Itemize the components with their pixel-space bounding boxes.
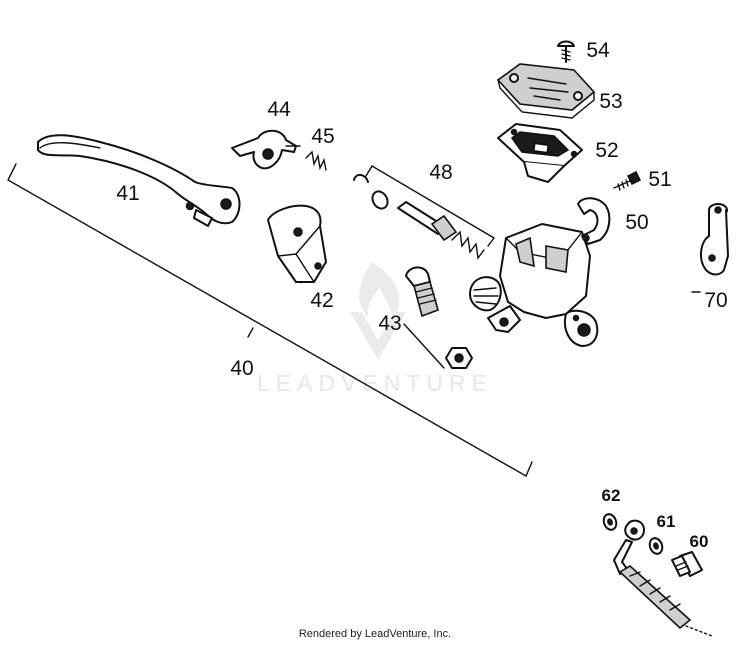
- part-53-cap: [496, 63, 596, 119]
- callout-54: 54: [586, 39, 610, 62]
- callout-45: 45: [311, 125, 334, 148]
- part-60-bolt: [671, 551, 703, 577]
- callout-70: 70: [704, 289, 727, 312]
- callout-42: 42: [310, 289, 333, 312]
- callout-41: 41: [116, 182, 139, 205]
- callout-60: 60: [690, 532, 709, 551]
- callout-52: 52: [595, 139, 618, 162]
- part-43-banjo-bolt: [403, 266, 473, 369]
- callout-43: 43: [378, 312, 401, 335]
- part-45-spring: [305, 150, 327, 171]
- part-50-clamp: [577, 197, 611, 245]
- callout-62: 62: [602, 486, 621, 505]
- callout-61: 61: [657, 512, 676, 531]
- part-brake-hose-fitting: [613, 519, 713, 637]
- part-42-boot: [267, 204, 327, 283]
- callout-53: 53: [599, 90, 622, 113]
- footer-credit: Rendered by LeadVenture, Inc.: [298, 628, 452, 640]
- callout-44: 44: [267, 98, 291, 121]
- part-70-holder: [691, 203, 729, 293]
- callout-40: 40: [230, 357, 253, 380]
- part-61-washer: [648, 537, 664, 555]
- part-51-bolt: [613, 170, 642, 191]
- part-52-diaphragm: [497, 123, 583, 183]
- part-48-piston-kit: [353, 165, 496, 260]
- part-41-hand-lever: [37, 134, 241, 227]
- callout-50: 50: [625, 211, 648, 234]
- part-62-washer: [602, 513, 618, 531]
- part-54-screw: [557, 40, 575, 63]
- watermark-text: LEADVENTURE: [257, 370, 493, 396]
- part-master-cylinder-body: [469, 223, 599, 347]
- watermark-v-icon: [350, 312, 406, 360]
- watermark: LEADVENTURE: [257, 262, 493, 396]
- assembly-bracket-40: [7, 163, 533, 477]
- callout-51: 51: [648, 168, 671, 191]
- watermark-flame-icon: [359, 262, 400, 322]
- part-44-pivot: [231, 129, 301, 170]
- callout-48: 48: [429, 161, 452, 184]
